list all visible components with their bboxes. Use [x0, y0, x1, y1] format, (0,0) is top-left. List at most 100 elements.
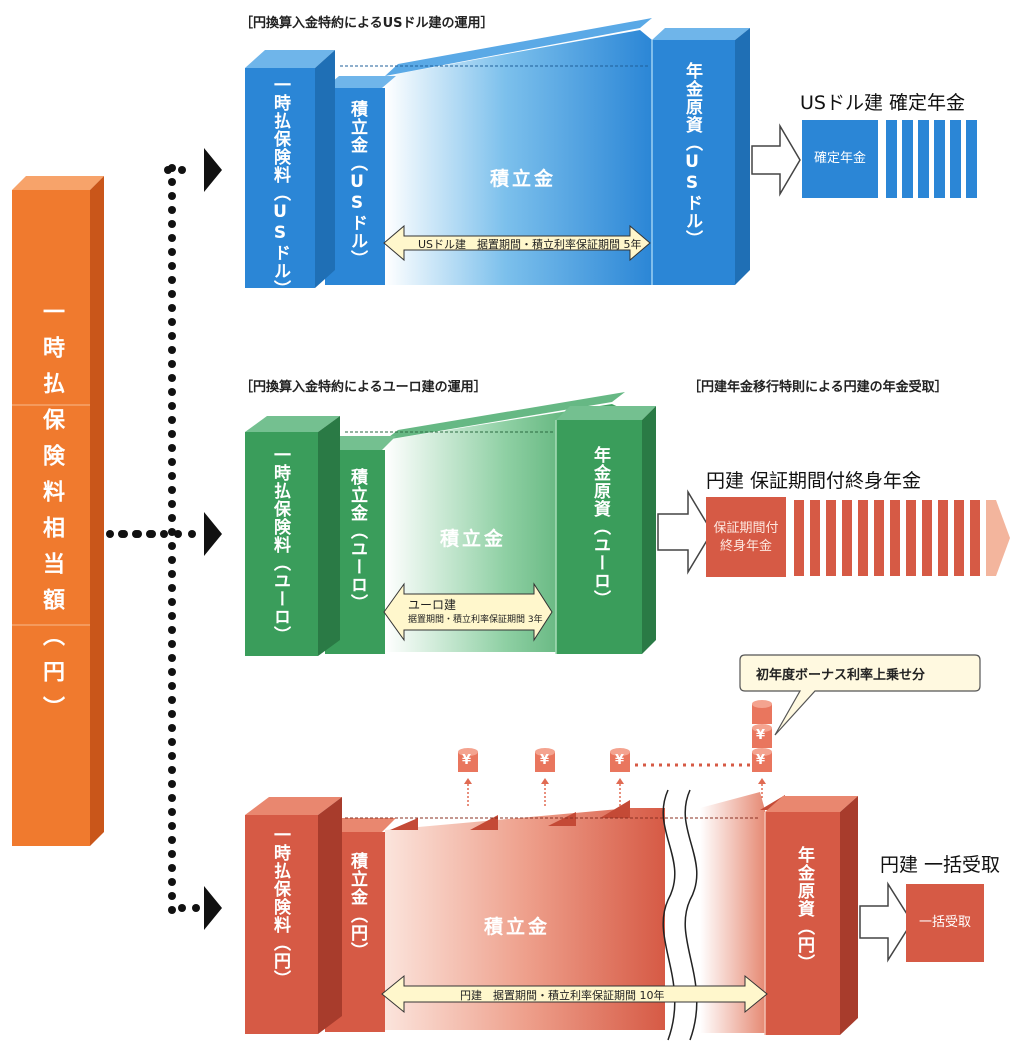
annuity-stripe: [966, 120, 977, 198]
yen-principal-label: 年金原資（円）: [794, 846, 814, 972]
usd-period-label: USドル建 据置期間・積立利率保証期間 5年: [418, 238, 642, 251]
coin-arrowhead: [616, 778, 624, 784]
yen-coin-5-symbol: ¥: [756, 753, 766, 768]
annuity-stripe: [918, 120, 929, 198]
annuity-stripe: [934, 120, 945, 198]
annuity-stripe: [874, 500, 884, 576]
connector-dot: [168, 416, 176, 424]
euro-caption-right: ［円建年金移行特則による円建の年金受取］: [688, 380, 948, 395]
connector-dot: [164, 166, 172, 174]
connector-dot: [168, 304, 176, 312]
connector-dot: [168, 682, 176, 690]
euro-caption: ［円換算入金特約によるユーロ建の運用］: [240, 380, 487, 395]
connector-dot: [168, 738, 176, 746]
connector-dot: [168, 850, 176, 858]
euro-period-line2: 据置期間・積立利率保証期間 3年: [408, 615, 543, 625]
premium-column-shape: [12, 176, 104, 846]
yen-block: [245, 654, 984, 1041]
usd-output-box: 確定年金: [813, 151, 866, 166]
euro-period-line1: ユーロ建: [408, 598, 457, 612]
annuity-stripe: [902, 120, 913, 198]
connector-dot: [168, 612, 176, 620]
connector-dot: [168, 332, 176, 340]
connector-dot: [168, 220, 176, 228]
connector-dot: [168, 192, 176, 200]
annuity-stripe: [826, 500, 836, 576]
connector-dot: [168, 290, 176, 298]
yen-coin: [458, 752, 478, 772]
connector-dot: [160, 530, 168, 538]
annuity-stripe: [954, 500, 964, 576]
annuity-stripe: [922, 500, 932, 576]
yen-coin: [535, 752, 555, 772]
yen-coin-3-symbol: ¥: [615, 753, 625, 768]
connector-dot: [178, 166, 186, 174]
connector-dot: [168, 514, 176, 522]
yen-coin-top: [610, 748, 630, 756]
connector-dot: [168, 542, 176, 550]
connector-dot: [168, 766, 176, 774]
connector-dot: [168, 654, 176, 662]
connector-dot: [168, 500, 176, 508]
dotted-connectors: [106, 148, 222, 930]
usd-caption: ［円換算入金特約によるUSドル建の運用］: [240, 16, 494, 31]
euro-reserve-label: 積立金（ユーロ）: [347, 468, 367, 612]
connector-dot: [168, 444, 176, 452]
connector-dot: [106, 530, 114, 538]
euro-block: [245, 392, 1010, 656]
annuity-stripe: [794, 500, 804, 576]
connector-dot: [134, 530, 142, 538]
annuity-stripe: [842, 500, 852, 576]
euro-premium-label: 一時払保険料（ユーロ）: [270, 446, 290, 644]
connector-dot: [168, 570, 176, 578]
annuity-stripe: [810, 500, 820, 576]
yen-coin-top: [752, 748, 772, 756]
annuity-stripe: [938, 500, 948, 576]
connector-dot: [168, 234, 176, 242]
connector-dot: [174, 530, 182, 538]
yen-coin-top: [752, 700, 772, 708]
yen-coin-4-symbol: ¥: [756, 728, 766, 743]
connector-dot: [168, 892, 176, 900]
annuity-stripe: [950, 120, 961, 198]
connector-dot: [168, 402, 176, 410]
connector-dot: [168, 388, 176, 396]
annuity-stripe: [858, 500, 868, 576]
connector-dot: [168, 640, 176, 648]
yen-coin: [610, 752, 630, 772]
yen-growth-label: 積立金: [484, 916, 551, 938]
yen-bonus-callout: 初年度ボーナス利率上乗せ分: [756, 668, 926, 683]
connector-dot: [120, 530, 128, 538]
connector-dot: [168, 276, 176, 284]
yen-coin-2-symbol: ¥: [540, 753, 550, 768]
euro-output-box-line1: 保証期間付: [713, 521, 779, 536]
euro-output-box-line2: 終身年金: [719, 539, 772, 554]
usd-growth-label: 積立金: [490, 168, 557, 190]
connector-dot: [168, 360, 176, 368]
yen-reserve-label: 積立金（円）: [347, 852, 367, 960]
connector-dot: [192, 904, 200, 912]
yen-coin: [752, 752, 772, 772]
yen-coin-top: [752, 724, 772, 732]
connector-dot: [168, 486, 176, 494]
yen-output-box: 一括受取: [918, 915, 971, 930]
connector-dot: [168, 178, 176, 186]
connector-dot: [168, 458, 176, 466]
connector-dot: [148, 530, 156, 538]
euro-output-title: 円建 保証期間付終身年金: [706, 470, 922, 492]
connector-dot: [168, 752, 176, 760]
annuity-stripe: [970, 500, 980, 576]
connector-dot: [168, 248, 176, 256]
connector-dot: [168, 794, 176, 802]
connector-dot: [168, 346, 176, 354]
connector-dot: [168, 668, 176, 676]
connector-dot: [188, 530, 196, 538]
connector-dot: [168, 878, 176, 886]
annuity-stripe: [906, 500, 916, 576]
coin-arrowhead: [758, 778, 766, 784]
usd-output-title: USドル建 確定年金: [800, 92, 966, 114]
connector-dot: [168, 206, 176, 214]
connector-dot: [168, 472, 176, 480]
connector-dot: [168, 808, 176, 816]
